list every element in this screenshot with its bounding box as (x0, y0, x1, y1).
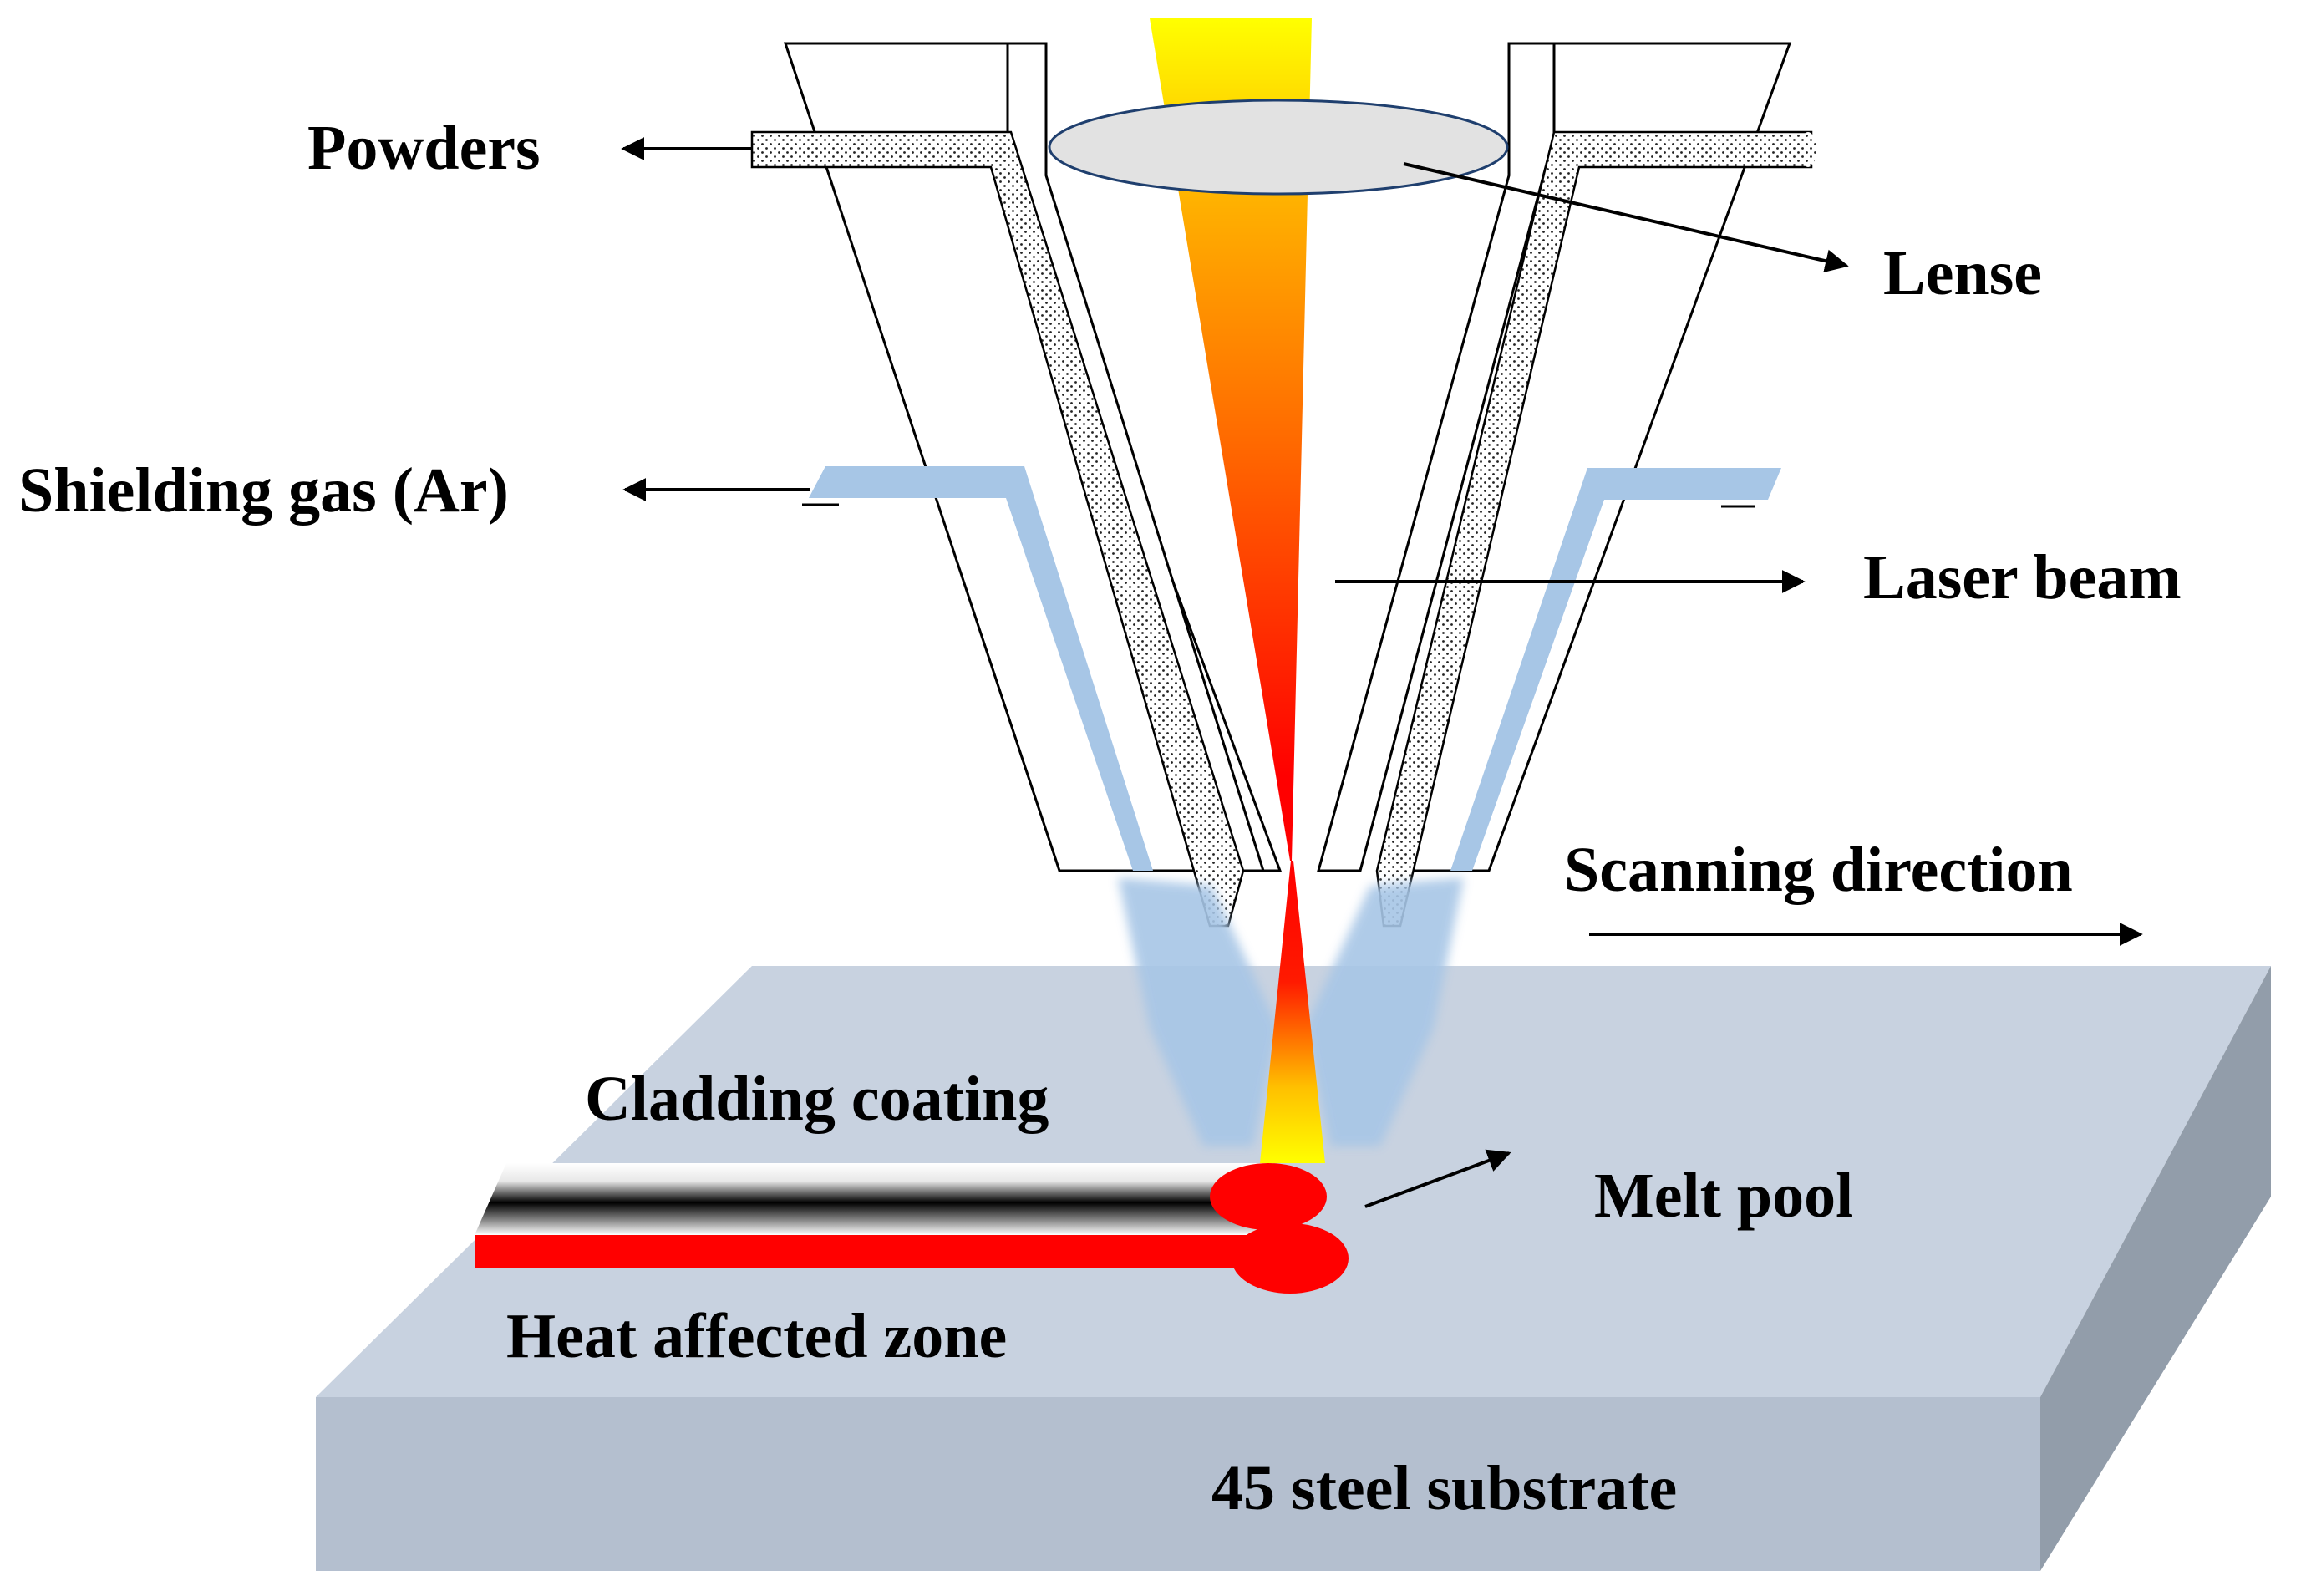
powder-inlet-right-cap (1800, 132, 1816, 167)
label-laser-beam: Laser beam (1863, 542, 2182, 612)
laser-beam-upper-cone (1150, 18, 1312, 861)
melt-pool-upper (1210, 1163, 1327, 1230)
label-melt-pool: Melt pool (1594, 1161, 1853, 1231)
melt-pool-lower (1232, 1223, 1349, 1294)
shielding-gas-channels (802, 466, 1781, 871)
label-substrate: 45 steel substrate (1211, 1453, 1677, 1523)
heat-affected-zone-track (475, 1235, 1270, 1268)
melt-pool (1210, 1163, 1349, 1294)
arrow-lense (1403, 162, 1849, 272)
gas-plume-right (1305, 877, 1464, 1146)
shielding-gas-plume (1118, 877, 1464, 1146)
substrate-front-face (316, 1397, 2040, 1571)
arrow-melt-pool (1364, 1149, 1511, 1208)
labels: Powders Lense Shielding gas (Ar) Laser b… (18, 113, 2182, 1523)
cladding-track (475, 1163, 1270, 1268)
label-shielding-gas: Shielding gas (Ar) (18, 455, 509, 526)
callout-arrows (621, 137, 2143, 1208)
gas-channel-left (809, 466, 1153, 871)
substrate-side-face (2040, 966, 2271, 1571)
lens (1048, 99, 1509, 196)
gas-channel-right (1450, 468, 1781, 871)
label-cladding-coating: Cladding coating (585, 1064, 1049, 1134)
cladding-coating-track (475, 1163, 1270, 1235)
laser-beam (1150, 18, 1325, 1163)
gas-plume-left (1118, 877, 1278, 1146)
label-scanning-direction: Scanning direction (1564, 835, 2073, 905)
label-lense: Lense (1883, 238, 2042, 308)
nozzle-right-outer-wall (1399, 42, 1792, 872)
label-powders: Powders (307, 113, 541, 183)
laser-beam-lower-cone (1260, 861, 1325, 1163)
label-heat-affected-zone: Heat affected zone (506, 1301, 1007, 1371)
